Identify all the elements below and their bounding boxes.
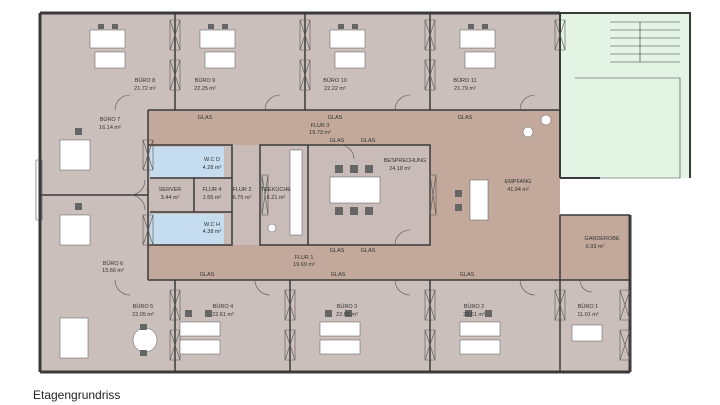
label-buero9: BÜRO 9 — [195, 77, 215, 84]
doors — [114, 94, 593, 296]
area-server: 3.44 m² — [161, 195, 180, 201]
room-labels: BÜRO 8 21.72 m² BÜRO 9 22.25 m² BÜRO 10 … — [99, 77, 620, 318]
label-garderobe: GARDEROBE — [584, 236, 619, 242]
glas-label: GLAS — [361, 248, 376, 254]
garderobe-wall — [559, 214, 630, 280]
stair-flights — [575, 21, 681, 179]
glass-labels: GLAS GLAS GLAS GLAS GLAS GLAS GLAS GLAS … — [198, 115, 475, 278]
label-besprechung: BESPRECHUNG — [384, 158, 426, 164]
area-wch: 4.38 m² — [203, 229, 222, 235]
stair-floor — [560, 13, 690, 178]
label-buero1: BÜRO 1 — [578, 303, 598, 310]
wc-d-floor — [150, 147, 224, 177]
area-buero3: 22.61 m² — [336, 312, 358, 318]
area-buero4: 22.61 m² — [212, 312, 234, 318]
label-buero11: BÜRO 11 — [453, 77, 476, 84]
label-buero7: BÜRO 7 — [100, 116, 120, 123]
glas-label: GLAS — [460, 272, 475, 278]
plan-caption: Etagengrundriss — [33, 388, 121, 402]
core-wall — [148, 144, 431, 246]
area-empfang: 41.94 m² — [507, 187, 529, 193]
label-buero8: BÜRO 8 — [135, 77, 155, 84]
glas-label: GLAS — [331, 272, 346, 278]
glas-label: GLAS — [200, 272, 215, 278]
area-besprechung: 24.18 m² — [389, 166, 411, 172]
label-wcd: W.C D — [204, 157, 220, 163]
area-buero8: 21.72 m² — [134, 86, 156, 92]
label-buero2: BÜRO 2 — [464, 303, 484, 310]
label-flur3: FLUR 3 — [311, 123, 330, 129]
label-teekueche: TEEKÜCHE — [261, 186, 291, 193]
garderobe-floor — [560, 215, 630, 280]
wc-h-floor — [150, 214, 224, 244]
furniture — [59, 29, 603, 359]
area-buero2: 22.61 m² — [463, 312, 485, 318]
glas-label: GLAS — [328, 115, 343, 121]
label-flur1: FLUR 1 — [295, 255, 314, 261]
area-buero1: 11.01 m² — [577, 312, 598, 318]
label-buero4: BÜRO 4 — [213, 303, 233, 310]
area-buero11: 21.79 m² — [454, 86, 476, 92]
area-buero5: 22.05 m² — [132, 312, 154, 318]
glas-label: GLAS — [361, 138, 376, 144]
glas-label: GLAS — [198, 115, 213, 121]
area-garderobe: 6.93 m² — [586, 244, 605, 250]
chairs — [75, 24, 492, 356]
area-wcd: 4.28 m² — [203, 165, 222, 171]
walls — [38, 11, 691, 374]
glas-label: GLAS — [458, 115, 473, 121]
floors — [40, 13, 690, 372]
area-buero6: 15.66 m² — [102, 268, 124, 274]
area-flur4: 1.55 m² — [203, 195, 222, 201]
area-buero7: 16.14 m² — [99, 125, 121, 131]
label-buero10: BÜRO 10 — [323, 77, 347, 84]
outer-wall — [38, 11, 632, 374]
area-buero10: 22.22 m² — [324, 86, 346, 92]
label-flur4: FLUR 4 — [203, 187, 222, 193]
label-server: SERVER — [159, 187, 182, 193]
office-dividers — [40, 13, 561, 372]
label-buero3: BÜRO 3 — [337, 303, 357, 310]
label-wch: W.C H — [204, 222, 220, 228]
label-buero6: BÜRO 6 — [103, 260, 123, 267]
label-flur2: FLUR 2 — [233, 187, 252, 193]
label-buero5: BÜRO 5 — [133, 303, 153, 310]
label-empfang: EMPFANG — [505, 179, 532, 185]
area-flur1: 19.69 m² — [293, 262, 315, 268]
area-buero9: 22.25 m² — [194, 86, 216, 92]
area-flur2: 6.75 m² — [233, 195, 252, 201]
glas-label: GLAS — [330, 138, 345, 144]
area-flur3: 19.73 m² — [309, 130, 331, 136]
glass-partitions — [35, 19, 631, 361]
glas-label: GLAS — [330, 248, 345, 254]
area-teekueche: 6.21 m² — [267, 195, 286, 201]
